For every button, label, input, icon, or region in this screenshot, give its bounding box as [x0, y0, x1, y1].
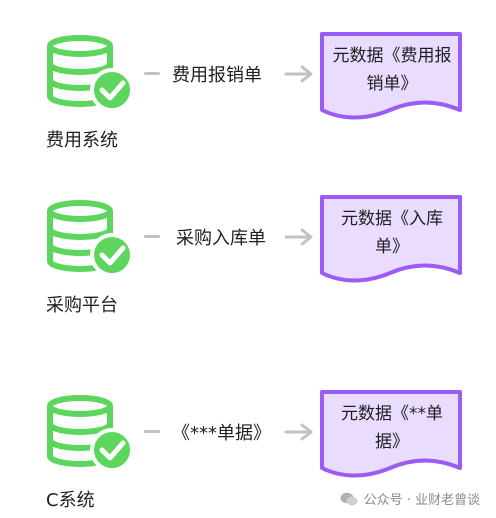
- connector-dash: [144, 430, 160, 433]
- connector-dash: [144, 72, 160, 75]
- database-check-icon: [47, 35, 134, 112]
- database-check-icon: [47, 395, 134, 472]
- arrow-right-icon: [284, 65, 313, 83]
- metadata-document-icon: [320, 195, 462, 283]
- watermark: 公众号 · 业财老曾谈: [340, 489, 480, 508]
- metadata-document-icon: [320, 390, 462, 478]
- watermark-text: 公众号 · 业财老曾谈: [363, 493, 480, 508]
- database-check-icon: [47, 200, 134, 277]
- flow-row-procurement: 采购平台 采购入库单 元数据《入库单》: [0, 165, 496, 316]
- flow-label: 费用报销单: [172, 65, 262, 86]
- arrow-right-icon: [284, 228, 313, 246]
- metadata-document-icon: [320, 32, 462, 120]
- metadata-document-text: 元数据《入库单》: [341, 209, 443, 257]
- metadata-document-text: 元数据《费用报销单》: [332, 46, 452, 94]
- arrow-right-icon: [284, 423, 313, 441]
- connector-dash: [144, 235, 160, 238]
- system-label: 采购平台: [46, 295, 118, 316]
- system-label: 费用系统: [46, 130, 118, 151]
- wechat-icon: [340, 492, 358, 505]
- flow-label: 采购入库单: [176, 228, 266, 249]
- system-label: C系统: [46, 490, 95, 511]
- flow-row-c-system: C系统 《***单据》 元数据《**单据》: [0, 360, 496, 511]
- flow-row-expense: 费用系统 费用报销单 元数据《费用报销单》: [0, 0, 496, 151]
- flow-label: 《***单据》: [172, 423, 271, 444]
- metadata-document-text: 元数据《**单据》: [341, 404, 443, 452]
